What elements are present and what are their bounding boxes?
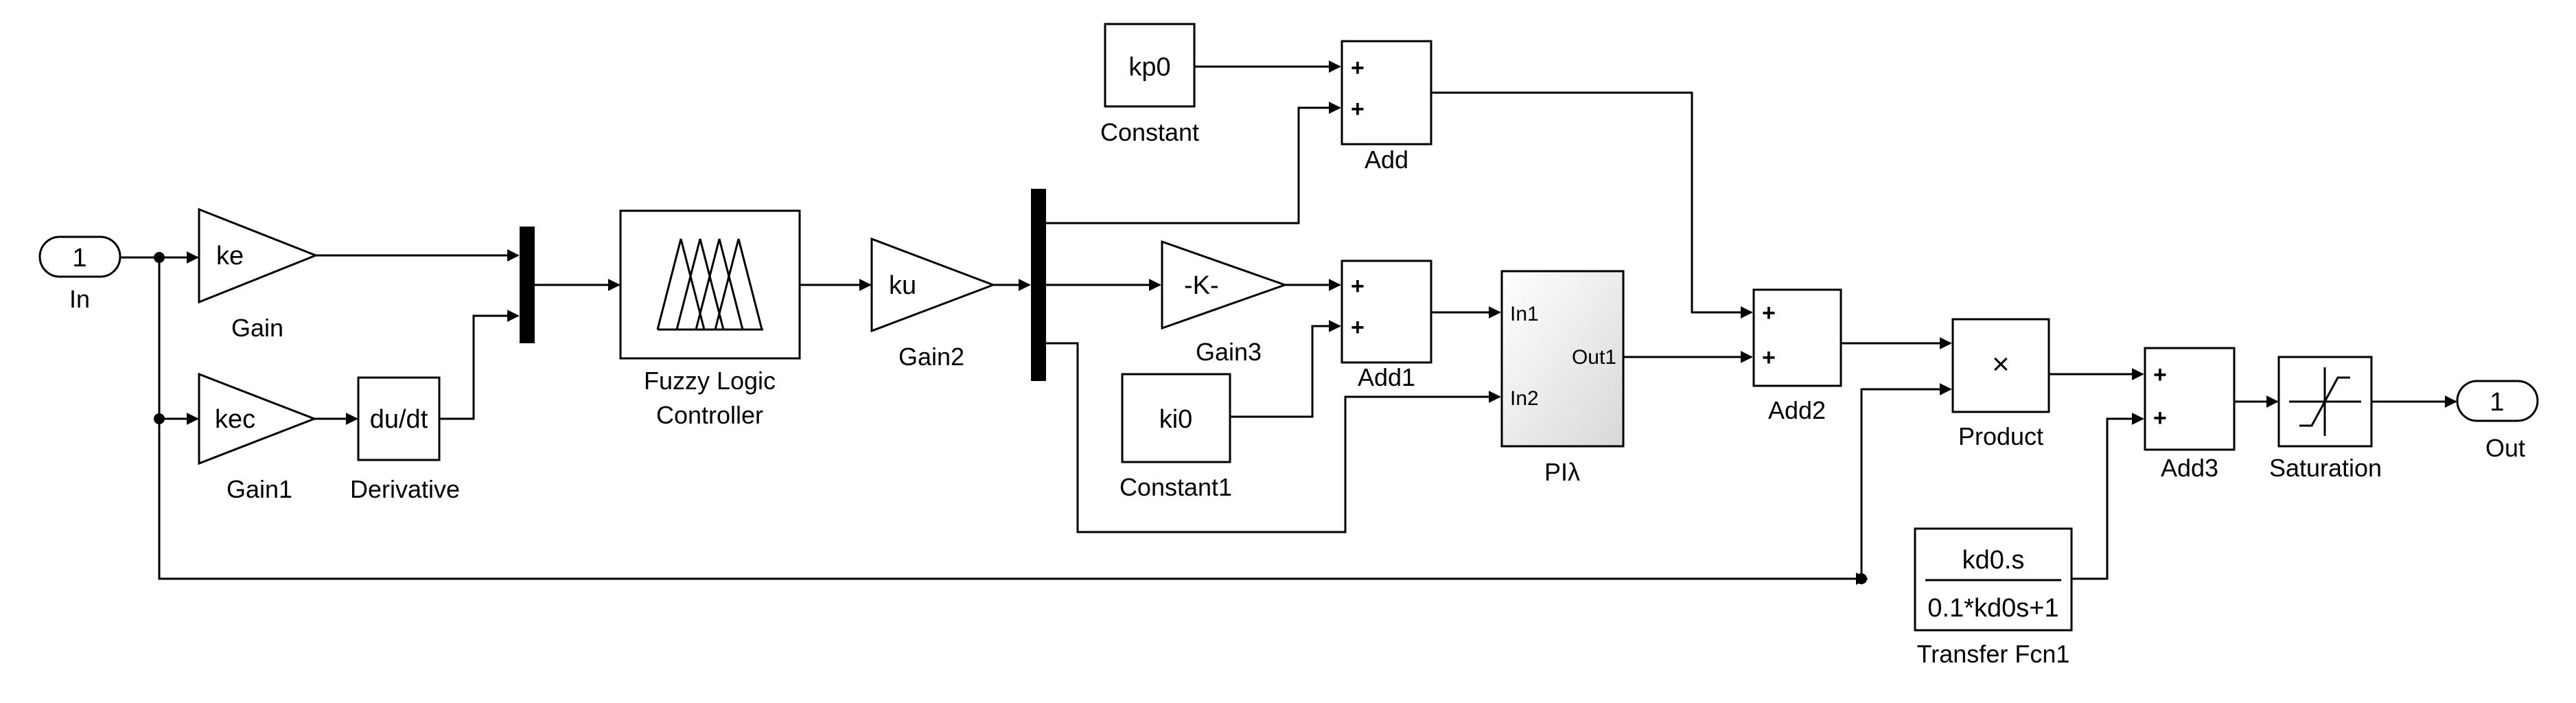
in-port-number: 1	[72, 244, 86, 273]
derivative-block[interactable]: du/dt Derivative	[350, 376, 460, 503]
derivative-label: Derivative	[350, 475, 460, 503]
product-symbol: ×	[1992, 347, 2010, 381]
add2-label: Add2	[1768, 396, 1826, 424]
gain3-label: Gain3	[1196, 338, 1262, 366]
constant1-label: Constant1	[1119, 473, 1232, 501]
add2-sign-2: +	[1762, 345, 1776, 371]
add-block[interactable]: + + Add	[1341, 40, 1432, 174]
fuzzy-logic-controller-block[interactable]: Fuzzy Logic Controller	[619, 209, 801, 429]
fuzzy-label-line1: Fuzzy Logic	[644, 367, 776, 395]
gain1-label: Gain1	[227, 475, 292, 503]
saturation-icon	[2289, 367, 2361, 436]
transfer-denominator: 0.1*kd0s+1	[1927, 594, 2058, 623]
in-port[interactable]: 1 In	[38, 235, 121, 313]
branch-points	[154, 252, 1867, 584]
constant-value: kp0	[1128, 53, 1170, 82]
add-label: Add	[1365, 146, 1408, 174]
fuzzy-label-line2: Controller	[656, 401, 763, 429]
add3-sign-1: +	[2153, 362, 2167, 388]
add1-block[interactable]: + + Add1	[1341, 260, 1432, 391]
gain2-value: ku	[889, 271, 916, 300]
pi-out1-port: Out1	[1572, 346, 1616, 369]
gain2-block[interactable]: ku Gain2	[870, 237, 997, 371]
add-sign-1: +	[1351, 55, 1365, 81]
add2-sign-1: +	[1762, 300, 1776, 326]
out-port-number: 1	[2490, 388, 2504, 417]
gain2-label: Gain2	[898, 343, 964, 371]
constant-block[interactable]: kp0 Constant	[1100, 23, 1199, 146]
gain3-block[interactable]: -K- Gain3	[1161, 240, 1288, 366]
saturation-label: Saturation	[2269, 454, 2382, 482]
transfer-numerator: kd0.s	[1962, 546, 2025, 575]
add1-label: Add1	[1358, 363, 1415, 391]
add2-block[interactable]: + + Add2	[1752, 288, 1842, 424]
out-port-label: Out	[2485, 434, 2525, 462]
in-port-label: In	[69, 285, 90, 313]
add3-block[interactable]: + + Add3	[2144, 347, 2236, 482]
derivative-value: du/dt	[370, 405, 428, 434]
gain1-block[interactable]: kec Gain1	[198, 372, 318, 503]
add-sign-2: +	[1351, 96, 1365, 122]
gain3-value: -K-	[1184, 271, 1219, 300]
add1-sign-2: +	[1351, 314, 1365, 341]
add3-sign-2: +	[2153, 405, 2167, 431]
product-label: Product	[1958, 422, 2043, 450]
constant1-value: ki0	[1159, 405, 1193, 434]
signal-lines	[120, 60, 2457, 585]
out-port[interactable]: 1 Out	[2456, 380, 2539, 462]
gain-label: Gain	[231, 314, 283, 342]
membership-functions-icon	[656, 238, 763, 331]
gain-value: ke	[216, 242, 244, 270]
gain-block[interactable]: ke Gain	[198, 207, 319, 342]
pi-in2-port: In2	[1510, 387, 1539, 410]
mux-block[interactable]	[520, 227, 535, 343]
add3-label: Add3	[2161, 454, 2218, 482]
constant-label: Constant	[1100, 118, 1199, 146]
product-block[interactable]: × Product	[1951, 318, 2050, 450]
saturation-block[interactable]: Saturation	[2269, 356, 2382, 482]
add1-sign-1: +	[1351, 273, 1365, 299]
transfer-fcn1-block[interactable]: kd0.s 0.1*kd0s+1 Transfer Fcn1	[1914, 527, 2073, 668]
pi-in1-port: In1	[1510, 303, 1539, 325]
gain1-value: kec	[215, 405, 255, 434]
pi-lambda-block[interactable]: In1 Out1 In2 PIλ	[1500, 270, 1625, 486]
pi-lambda-label: PIλ	[1544, 458, 1580, 486]
demux-block[interactable]	[1031, 189, 1046, 381]
constant1-block[interactable]: ki0 Constant1	[1119, 373, 1232, 501]
transfer-fcn1-label: Transfer Fcn1	[1917, 640, 2070, 668]
